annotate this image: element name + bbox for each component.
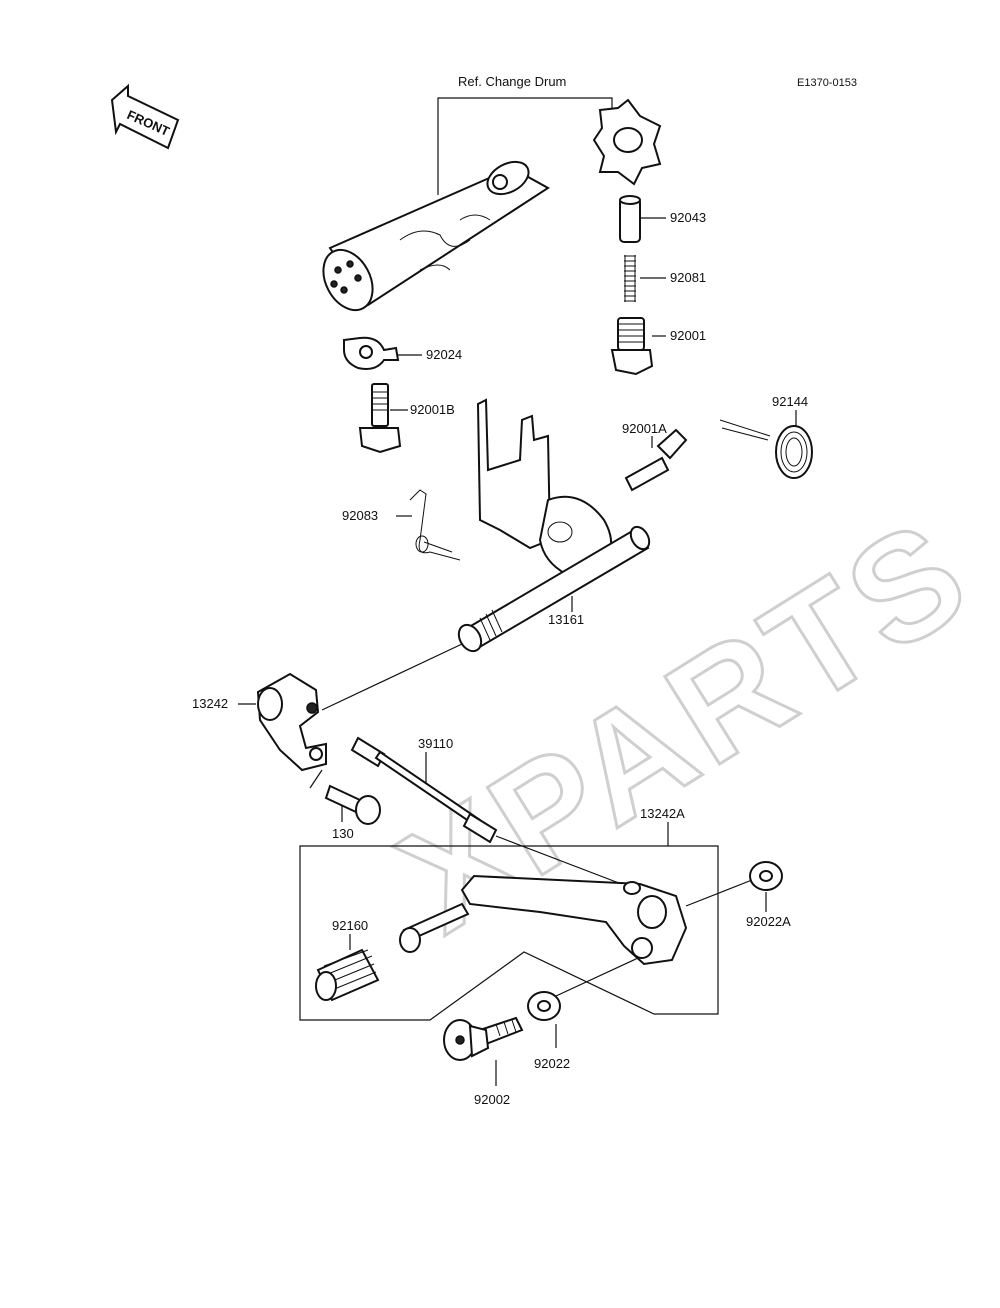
ref-bracket: [437, 97, 613, 195]
label-130: 130: [332, 826, 354, 841]
label-92043: 92043: [670, 210, 706, 225]
bolt-92002: 92002: [443, 1016, 524, 1107]
label-92083: 92083: [342, 508, 378, 523]
label-39110: 39110: [418, 736, 453, 751]
spring-92144: 92144: [719, 394, 813, 479]
label-13242A: 13242A: [640, 806, 685, 821]
bolt-92001B: 92001B: [358, 383, 455, 454]
label-13161: 13161: [548, 612, 584, 627]
bolt-130: 130: [309, 769, 381, 841]
washer-92022: 92022: [527, 957, 639, 1071]
label-92081: 92081: [670, 270, 706, 285]
washer-92022A: 92022A: [685, 861, 791, 929]
connector-line-washer-a: [685, 879, 753, 907]
pin-92043: 92043: [619, 195, 706, 243]
star-cam: [592, 98, 662, 186]
connector-line-shaft: [321, 643, 463, 711]
spring-92081: 92081: [624, 255, 706, 302]
diagram-code: E1370-0153: [797, 77, 857, 89]
label-92001: 92001: [670, 328, 706, 343]
label-92001B: 92001B: [410, 402, 455, 417]
clamp-lever-13242: 13242: [192, 672, 327, 772]
bolt-92001A: 92001A: [622, 421, 688, 492]
connector-line-washer: [555, 957, 639, 997]
label-92001A: 92001A: [622, 421, 667, 436]
label-92024: 92024: [426, 347, 462, 362]
label-92022: 92022: [534, 1056, 570, 1071]
washer-92024: 92024: [343, 336, 462, 370]
label-92022A: 92022A: [746, 914, 791, 929]
spring-92083: 92083: [342, 489, 461, 561]
label-92002: 92002: [474, 1092, 510, 1107]
front-arrow-icon: FRONT: [110, 83, 180, 150]
shift-shaft-13161: 13161: [457, 398, 651, 653]
label-92160: 92160: [332, 918, 368, 933]
ref-change-drum-label: Ref. Change Drum: [458, 74, 566, 89]
change-drum: [322, 160, 550, 312]
tie-rod-39110: 39110: [350, 736, 498, 844]
label-92144: 92144: [772, 394, 808, 409]
rubber-92160: 92160: [315, 918, 380, 1002]
group-bracket-13242A: [299, 822, 719, 1021]
shift-pedal: [399, 874, 688, 966]
connector-line-pedal: [495, 835, 633, 889]
label-13242: 13242: [192, 696, 228, 711]
plug-bolt-92001: 92001: [610, 317, 706, 376]
